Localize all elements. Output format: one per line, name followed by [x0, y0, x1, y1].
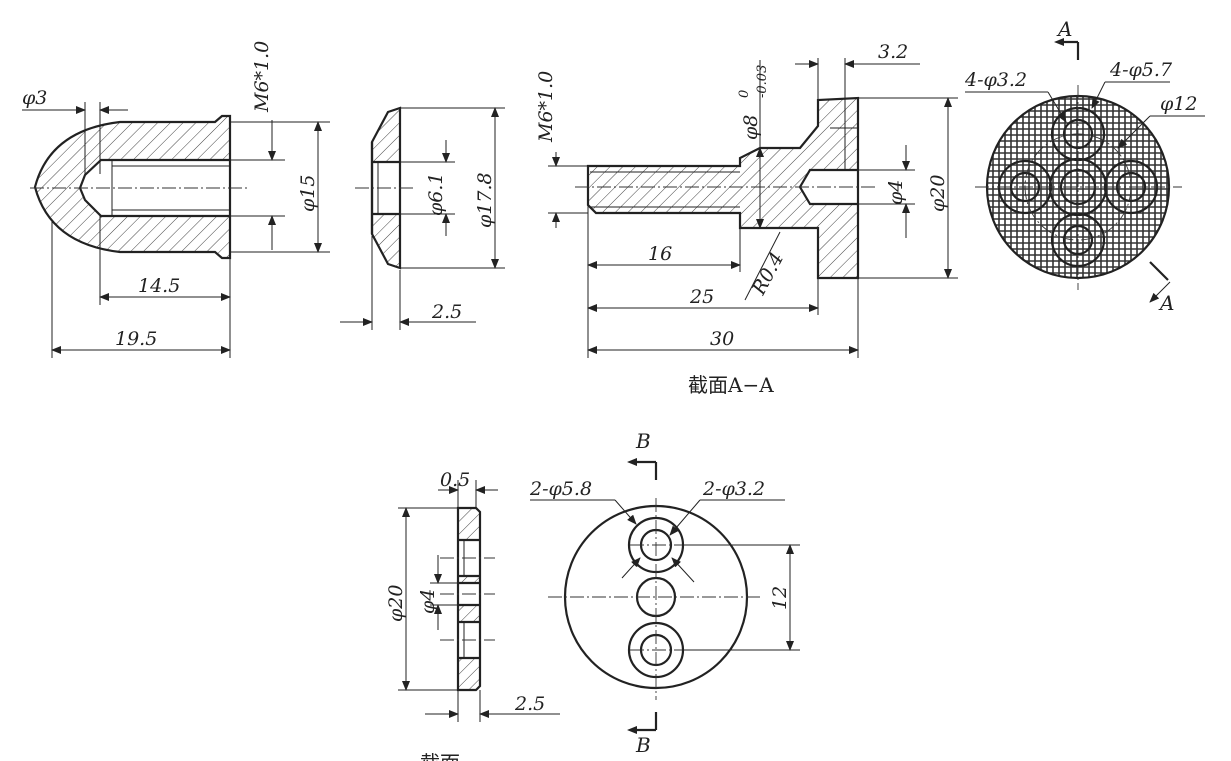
dim-d15: φ15 [297, 175, 319, 212]
dim-d20-shaft: φ20 [927, 175, 949, 212]
dim-m6-shaft: M6*1.0 [535, 71, 557, 143]
dim-m6-1: M6*1.0 [251, 41, 273, 113]
dim-30: 30 [710, 328, 734, 350]
section-label-a-bottom: A [1158, 291, 1174, 315]
part-flange-section: 4-φ3.2 4-φ5.7 φ12 A A [964, 17, 1205, 315]
dim-4-d3-2: 4-φ3.2 [964, 69, 1027, 91]
washer-lower-hatch [372, 214, 400, 268]
part-conical-washer: φ6.1 φ17.8 2.5 [340, 106, 505, 330]
dim-d17-8: φ17.8 [474, 172, 496, 228]
dim-4-d5-7: 4-φ5.7 [1109, 59, 1173, 81]
dim-d8-tol-lower: -0.03 [755, 65, 770, 98]
dim-d8: φ8 [740, 115, 762, 140]
dim-d4-shaft: φ4 [885, 180, 907, 205]
dim-2-5-disc: 2.5 [514, 693, 545, 715]
dim-0-5: 0.5 [440, 469, 470, 491]
nut-cap-outline [33, 114, 232, 260]
dim-d4-disc: φ4 [417, 589, 439, 614]
dim-d12: φ12 [1160, 93, 1197, 115]
dim-2-d3-2: 2-φ3.2 [702, 478, 765, 500]
dim-2-5-washer: 2.5 [431, 301, 462, 323]
part-disc-side: 0.5 φ20 φ4 2.5 截面 [385, 469, 560, 761]
section-label-a-top: A [1056, 17, 1072, 41]
dim-19-5: 19.5 [115, 328, 157, 350]
shaft-body-hatch [588, 98, 858, 278]
dim-2-d5-8: 2-φ5.8 [529, 478, 592, 500]
nut-cap-drill-tip [80, 160, 101, 216]
dim-25: 25 [689, 286, 714, 308]
shaft-outline [586, 96, 860, 280]
dim-d3: φ3 [22, 87, 47, 109]
dim-12: 12 [769, 586, 791, 610]
dim-16: 16 [648, 243, 672, 265]
dim-d6-1: φ6.1 [425, 172, 447, 216]
dim-d20-disc: φ20 [385, 585, 407, 622]
section-label-b-bottom: B [635, 733, 651, 757]
part-shaft: M6*1.0 φ8 0 -0.03 3.2 φ4 φ20 16 R0.4 25 … [535, 41, 958, 397]
part-disc-front: 2-φ5.8 2-φ3.2 12 B B [529, 429, 800, 757]
dim-14-5: 14.5 [138, 275, 180, 297]
nut-cap-thread-line [111, 160, 230, 216]
bottom-partial-caption: 截面 [420, 751, 460, 761]
part-nut-cap: φ3 M6*1.0 φ15 14.5 19.5 [22, 41, 330, 358]
section-aa-caption: 截面A−A [688, 373, 774, 397]
dim-3-2: 3.2 [878, 41, 908, 63]
dim-d8-tol-upper: 0 [737, 90, 752, 98]
section-label-b-top: B [635, 429, 651, 453]
dim-r0-4: R0.4 [748, 249, 789, 300]
washer-upper-hatch [372, 108, 400, 162]
